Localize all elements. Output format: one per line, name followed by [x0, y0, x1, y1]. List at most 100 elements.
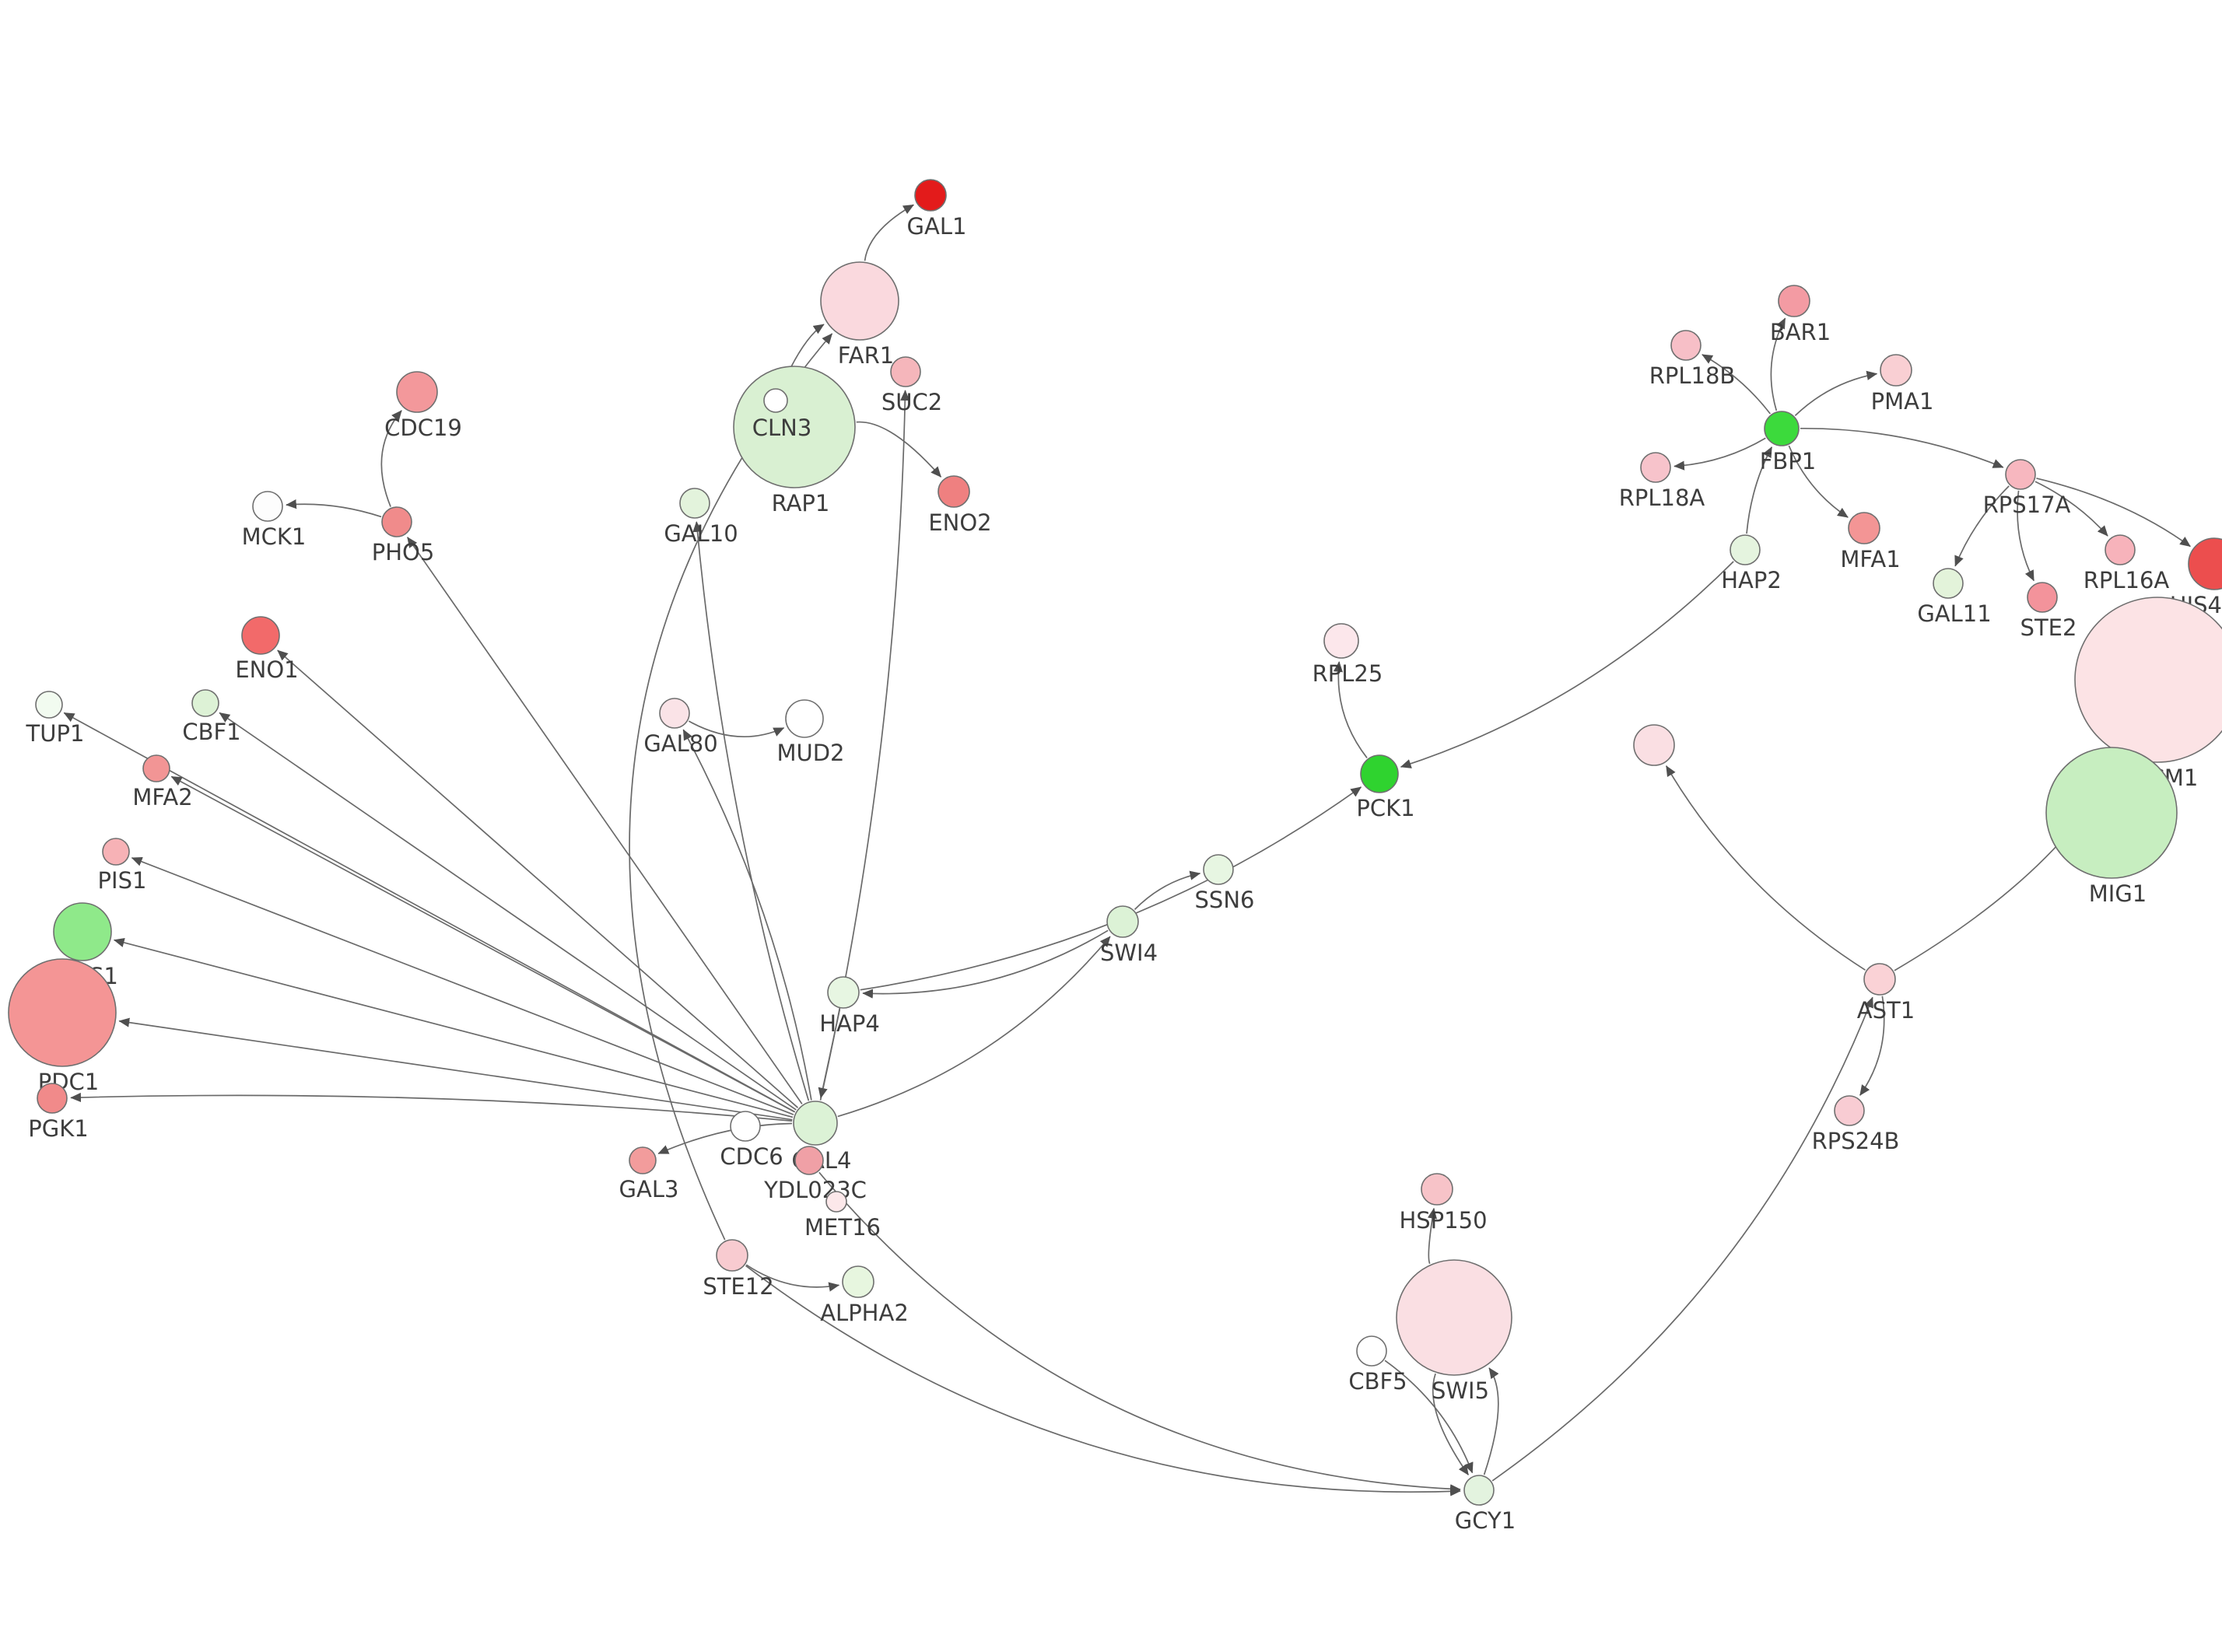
node-MUD2[interactable]	[785, 699, 824, 738]
node-label-MUD2: MUD2	[776, 740, 844, 766]
node-CBF5[interactable]	[1356, 1335, 1387, 1367]
node-CDC6[interactable]	[730, 1111, 761, 1142]
node-ENO2[interactable]	[938, 475, 970, 508]
node-GAL80[interactable]	[659, 698, 690, 729]
edge-FBP1-BAR1	[1770, 317, 1786, 411]
node-AST1[interactable]	[1863, 963, 1896, 996]
node-RPL18B[interactable]	[1670, 330, 1702, 361]
node-SSN6[interactable]	[1203, 854, 1234, 885]
node-label-YDL023C: YDL023C	[763, 1177, 867, 1203]
node-group-CLN3: CLN3	[752, 388, 811, 441]
edge-AST1-NODE1	[1665, 765, 1866, 971]
node-group-YDL023C: YDL023C	[763, 1146, 867, 1203]
edge-GCY1-SWI5	[1483, 1367, 1499, 1475]
node-SWI5[interactable]	[1396, 1259, 1512, 1376]
node-label-PMA1: PMA1	[1871, 388, 1934, 415]
node-RPS17A[interactable]	[2005, 459, 2036, 490]
node-label-MFA1: MFA1	[1840, 546, 1900, 572]
edge-FBP1-PMA1	[1794, 370, 1878, 417]
node-PGK1[interactable]	[37, 1083, 68, 1114]
node-label-RAP1: RAP1	[772, 490, 830, 516]
node-group-GAL80: GAL80	[643, 698, 718, 757]
node-label-RPS17A: RPS17A	[1983, 492, 2071, 518]
node-BAR1[interactable]	[1778, 285, 1810, 317]
node-label-HSP150: HSP150	[1399, 1207, 1487, 1234]
node-RPS24B[interactable]	[1834, 1095, 1865, 1126]
node-label-HAP4: HAP4	[819, 1010, 880, 1037]
node-CDC19[interactable]	[396, 371, 438, 413]
node-label-CDC19: CDC19	[384, 415, 462, 441]
node-PCK1[interactable]	[1360, 754, 1399, 793]
node-group-PHO5: PHO5	[372, 506, 435, 565]
node-label-CDC6: CDC6	[720, 1143, 783, 1170]
node-CBF1[interactable]	[191, 689, 219, 717]
node-group-RPS24B: RPS24B	[1812, 1095, 1899, 1154]
node-MET16[interactable]	[825, 1191, 847, 1213]
edge-GAL4-PGK1	[70, 1092, 793, 1122]
node-HAP4[interactable]	[827, 976, 860, 1009]
node-HSP150[interactable]	[1421, 1173, 1453, 1206]
node-RAP1[interactable]	[733, 366, 856, 488]
node-SUC2[interactable]	[890, 356, 921, 387]
edge-FBP1-MFA1	[1788, 445, 1849, 518]
edge-HAP4-GAL4	[818, 1009, 841, 1099]
node-RPL25[interactable]	[1323, 623, 1359, 659]
node-CLN3[interactable]	[763, 388, 788, 413]
node-STE12[interactable]	[716, 1239, 748, 1272]
node-label-BAR1: BAR1	[1770, 319, 1831, 345]
node-group-HAP4: HAP4	[819, 976, 880, 1037]
node-GCY1[interactable]	[1463, 1475, 1495, 1506]
node-group-MIG1: MIG1	[2045, 747, 2178, 907]
node-MFA1[interactable]	[1848, 512, 1880, 544]
edge-SWI4-HAP4	[862, 929, 1109, 999]
node-SWI4[interactable]	[1106, 905, 1139, 938]
node-MIG1[interactable]	[2045, 747, 2178, 879]
node-NODE1[interactable]	[1633, 724, 1675, 766]
node-label-STE12: STE12	[703, 1273, 773, 1300]
node-group-HSP150: HSP150	[1399, 1173, 1488, 1234]
node-MCK1[interactable]	[252, 491, 283, 522]
node-MCM1[interactable]	[2074, 597, 2222, 763]
edge-PCK1-RPL25	[1333, 661, 1368, 758]
node-TUP1[interactable]	[35, 691, 63, 719]
node-ALPHA2[interactable]	[842, 1265, 874, 1298]
node-FAR1[interactable]	[820, 261, 899, 341]
node-GAL3[interactable]	[629, 1146, 657, 1174]
node-PHO5[interactable]	[381, 506, 412, 537]
node-group-GAL1: GAL1	[907, 179, 966, 240]
node-RPL18A[interactable]	[1640, 452, 1671, 483]
edge-AST1-RPS24B	[1859, 996, 1885, 1096]
node-label-PHO5: PHO5	[372, 539, 435, 565]
node-GAL4[interactable]	[793, 1101, 838, 1146]
node-group-SWI4: SWI4	[1100, 905, 1158, 966]
node-GAL10[interactable]	[679, 488, 710, 519]
node-label-GAL11: GAL11	[1917, 600, 1991, 627]
node-FBP1[interactable]	[1764, 411, 1800, 446]
node-label-CBF1: CBF1	[182, 719, 240, 745]
node-HIS4[interactable]	[2188, 537, 2222, 590]
node-STE2[interactable]	[2027, 582, 2058, 613]
node-ENO1[interactable]	[241, 616, 280, 655]
node-PMA1[interactable]	[1880, 354, 1912, 387]
node-label-MCK1: MCK1	[242, 523, 307, 550]
node-YDL023C[interactable]	[794, 1146, 824, 1175]
node-GAL11[interactable]	[1933, 568, 1964, 599]
node-PDC1[interactable]	[8, 958, 117, 1067]
node-group-GAL11: GAL11	[1917, 568, 1992, 627]
node-HAP2[interactable]	[1730, 534, 1761, 565]
node-group-PIS1: PIS1	[98, 838, 147, 894]
edge-GAL4-GAL80	[682, 729, 812, 1101]
node-group-RAP1: RAP1	[733, 366, 856, 516]
node-group-SUC2: SUC2	[881, 356, 942, 415]
node-GAL1[interactable]	[914, 179, 947, 212]
node-RPL16A[interactable]	[2105, 534, 2136, 565]
node-label-PIS1: PIS1	[98, 867, 147, 894]
node-PIS1[interactable]	[102, 838, 130, 866]
node-label-FAR1: FAR1	[838, 342, 894, 369]
edge-PHO5-MCK1	[286, 499, 382, 518]
node-MFA2[interactable]	[142, 754, 170, 782]
node-group-HIS4: HIS4	[2170, 537, 2222, 618]
node-RAS1[interactable]	[53, 902, 112, 961]
